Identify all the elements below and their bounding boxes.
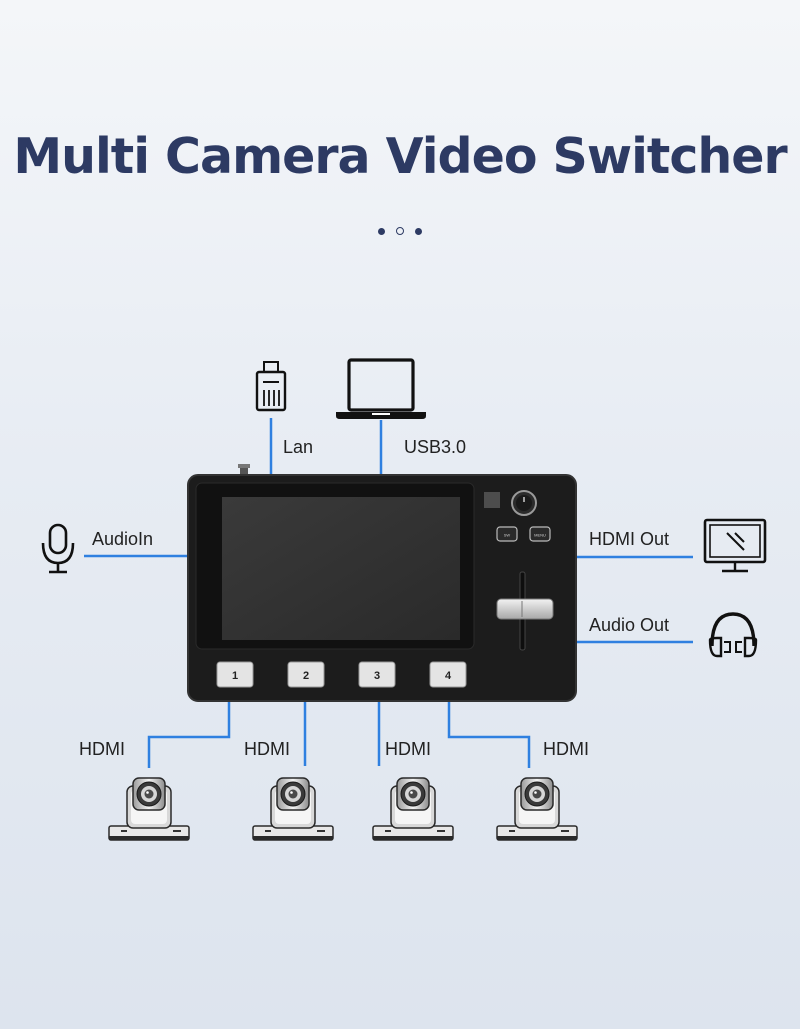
camera-3-hdmi-label: HDMI [385,739,431,759]
laptop-icon [336,358,426,419]
menu-button[interactable] [529,526,551,542]
menu-label: MENU [534,533,546,538]
camera-button-4-label: 4 [445,670,452,682]
usb-label: USB3.0 [404,437,467,457]
hdmi-in-4-connector-line [447,702,531,768]
sw-label: SW [504,533,511,538]
camera-button-3[interactable]: 3 [358,661,396,688]
t-bar-fader[interactable] [496,598,554,620]
microphone-icon [41,523,75,574]
preview-screen [222,497,460,640]
video-switcher-device: SW MENU 1 2 3 4 [187,464,577,702]
lan-label: Lan [283,437,314,457]
hdmi-out-label: HDMI Out [589,529,670,549]
camera-1-hdmi-label: HDMI [79,739,125,759]
pager-dot-1[interactable] [378,227,385,235]
camera-button-1[interactable]: 1 [216,661,254,688]
page-title: Multi Camera Video Switcher [13,128,787,185]
camera-button-3-label: 3 [374,670,380,682]
camera-button-4[interactable]: 4 [429,661,467,688]
audio-out-label: Audio Out [589,615,670,635]
camera-2-hdmi-label: HDMI [244,739,290,759]
camera-button-2[interactable]: 2 [287,661,325,688]
camera-button-2-label: 2 [303,670,309,682]
camera-4-hdmi-label: HDMI [543,739,589,759]
pager-dot-3[interactable] [415,227,422,235]
carousel-pager [378,226,422,236]
hdmi-in-1-connector-line [147,702,231,768]
audio-in-label: AudioIn [92,529,154,549]
camera-button-1-label: 1 [232,670,238,682]
pager-dot-2[interactable] [396,227,404,235]
sw-button[interactable] [496,526,518,542]
ptz-camera-1-icon [108,777,190,841]
ptz-camera-3-icon [372,777,454,841]
monitor-icon [703,518,767,573]
ptz-camera-4-icon [496,777,578,841]
ethernet-plug-icon [255,361,287,412]
ptz-camera-2-icon [252,777,334,841]
headphones-icon [708,612,758,658]
